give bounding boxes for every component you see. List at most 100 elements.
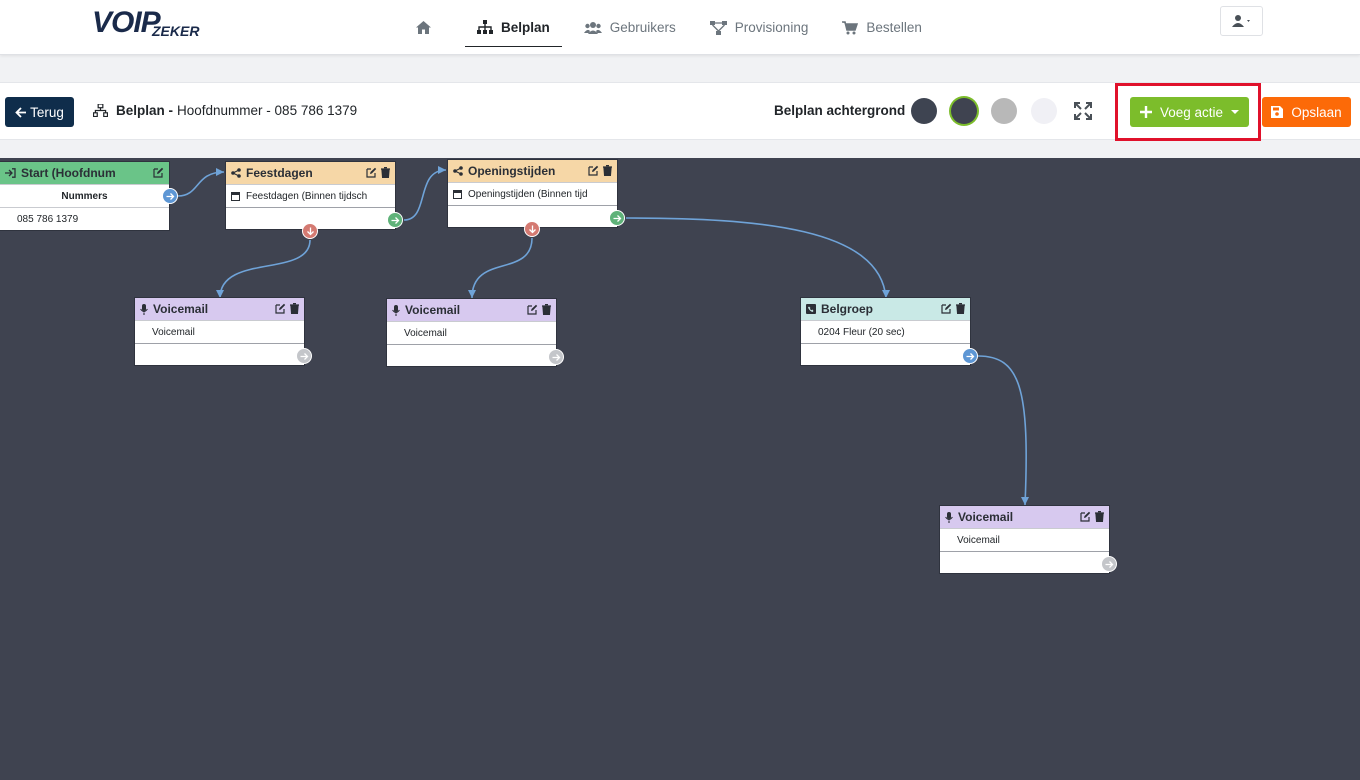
arrow-right-icon — [613, 214, 621, 222]
nav-provisioning[interactable]: Provisioning — [698, 9, 821, 47]
trash-icon[interactable] — [542, 304, 551, 315]
wire-start-feestdagen — [177, 171, 225, 197]
user-menu-button[interactable] — [1220, 6, 1263, 36]
node-header[interactable]: Voicemail — [135, 298, 304, 320]
arrow-down-icon — [528, 225, 536, 233]
users-icon — [583, 21, 602, 34]
edit-icon[interactable] — [275, 303, 286, 314]
node-title: Voicemail — [405, 303, 461, 317]
wire-openingstijden-belgroep — [625, 217, 887, 299]
edit-icon[interactable] — [941, 303, 952, 314]
node-row-label: Feestdagen (Binnen tijdsch — [246, 190, 368, 202]
home-icon — [416, 21, 431, 34]
logo-main: VOIP — [92, 6, 161, 39]
nav-gebruikers[interactable]: Gebruikers — [572, 9, 688, 47]
plus-icon — [1139, 106, 1152, 118]
highlight-box — [1115, 83, 1261, 141]
node-row: Voicemail — [940, 528, 1109, 551]
edit-icon[interactable] — [527, 304, 538, 315]
nav-gebruikers-label: Gebruikers — [609, 20, 676, 35]
bg-swatch-light[interactable] — [1031, 98, 1057, 124]
nav-belplan[interactable]: Belplan — [465, 9, 562, 47]
wire-arrow — [1021, 497, 1029, 505]
calendar-icon — [453, 190, 462, 199]
node-belgroep[interactable]: Belgroep 0204 Fleur (20 sec) — [800, 297, 971, 366]
add-action-button[interactable]: Voeg actie — [1130, 97, 1249, 127]
nav-home[interactable] — [404, 9, 451, 47]
node-start[interactable]: Start (Hoofdnum Nummers 085 786 1379 — [0, 161, 170, 231]
node-header[interactable]: Belgroep — [801, 298, 970, 320]
caret-down-icon — [1231, 109, 1240, 114]
wire-arrow — [438, 166, 446, 174]
output-port-disabled[interactable] — [1101, 556, 1117, 572]
arrow-right-icon — [166, 192, 174, 200]
microphone-icon — [140, 303, 148, 315]
belplan-canvas[interactable]: Start (Hoofdnum Nummers 085 786 1379 Fee… — [0, 158, 1360, 780]
phone-number: 085 786 1379 — [0, 207, 169, 230]
nav-belplan-label: Belplan — [501, 19, 550, 35]
logo-sub: ZEKER — [152, 23, 200, 39]
wire-openingstijden-voicemail2 — [471, 237, 533, 299]
edit-icon[interactable] — [588, 165, 599, 176]
node-footer — [135, 343, 304, 365]
output-port-true[interactable] — [387, 212, 403, 228]
microphone-icon — [392, 304, 400, 316]
nav-bestellen[interactable]: Bestellen — [830, 9, 934, 47]
node-header[interactable]: Voicemail — [387, 299, 556, 321]
node-header[interactable]: Openingstijden — [448, 160, 617, 182]
node-voicemail-3[interactable]: Voicemail Voicemail — [939, 505, 1110, 574]
back-button-label: Terug — [30, 104, 64, 120]
node-footer — [387, 344, 556, 366]
bg-swatch-dark-slate[interactable] — [911, 98, 937, 124]
edit-icon[interactable] — [153, 167, 164, 178]
wire-arrow — [882, 290, 890, 298]
node-header[interactable]: Voicemail — [940, 506, 1109, 528]
output-port-false[interactable] — [302, 223, 318, 239]
node-title: Voicemail — [153, 302, 209, 316]
wire-feestdagen-openingstijden — [403, 169, 447, 221]
breadcrumb: Belplan - Hoofdnummer - 085 786 1379 — [93, 103, 357, 118]
trash-icon[interactable] — [381, 167, 390, 178]
wire-feestdagen-voicemail1 — [219, 239, 311, 299]
output-port-disabled[interactable] — [548, 349, 564, 365]
background-label: Belplan achtergrond — [774, 103, 906, 118]
node-row: Voicemail — [387, 321, 556, 344]
arrow-right-icon — [966, 352, 974, 360]
fullscreen-icon[interactable] — [1074, 102, 1092, 120]
node-openingstijden[interactable]: Openingstijden Openingstijden (Binnen ti… — [447, 159, 618, 228]
output-port[interactable] — [962, 348, 978, 364]
node-voicemail-2[interactable]: Voicemail Voicemail — [386, 298, 557, 367]
calendar-icon — [231, 192, 240, 201]
bg-swatch-charcoal-selected[interactable] — [951, 98, 977, 124]
node-title: Belgroep — [821, 302, 874, 316]
output-port[interactable] — [162, 188, 178, 204]
node-title: Openingstijden — [468, 164, 556, 178]
arrow-right-icon — [391, 216, 399, 224]
wire-arrow — [468, 290, 476, 298]
trash-icon[interactable] — [1095, 511, 1104, 522]
output-port-true[interactable] — [609, 210, 625, 226]
output-port-disabled[interactable] — [296, 348, 312, 364]
node-title: Voicemail — [958, 510, 1014, 524]
trash-icon[interactable] — [603, 165, 612, 176]
wire-arrow — [216, 168, 224, 176]
node-header[interactable]: Feestdagen — [226, 162, 395, 184]
sign-in-icon — [5, 168, 16, 178]
add-action-label: Voeg actie — [1159, 104, 1224, 120]
node-voicemail-1[interactable]: Voicemail Voicemail — [134, 297, 305, 366]
node-feestdagen[interactable]: Feestdagen Feestdagen (Binnen tijdsch — [225, 161, 396, 230]
trash-icon[interactable] — [956, 303, 965, 314]
bg-swatch-grey[interactable] — [991, 98, 1017, 124]
connection-wires — [177, 166, 1029, 506]
sitemap-icon — [93, 104, 108, 117]
cart-icon — [842, 20, 859, 34]
node-header[interactable]: Start (Hoofdnum — [0, 162, 169, 184]
output-port-false[interactable] — [524, 221, 540, 237]
edit-icon[interactable] — [1080, 511, 1091, 522]
trash-icon[interactable] — [290, 303, 299, 314]
edit-icon[interactable] — [366, 167, 377, 178]
node-footer — [448, 205, 617, 227]
back-button[interactable]: Terug — [5, 97, 74, 127]
save-button[interactable]: Opslaan — [1262, 97, 1351, 127]
floppy-disk-icon — [1271, 106, 1284, 118]
